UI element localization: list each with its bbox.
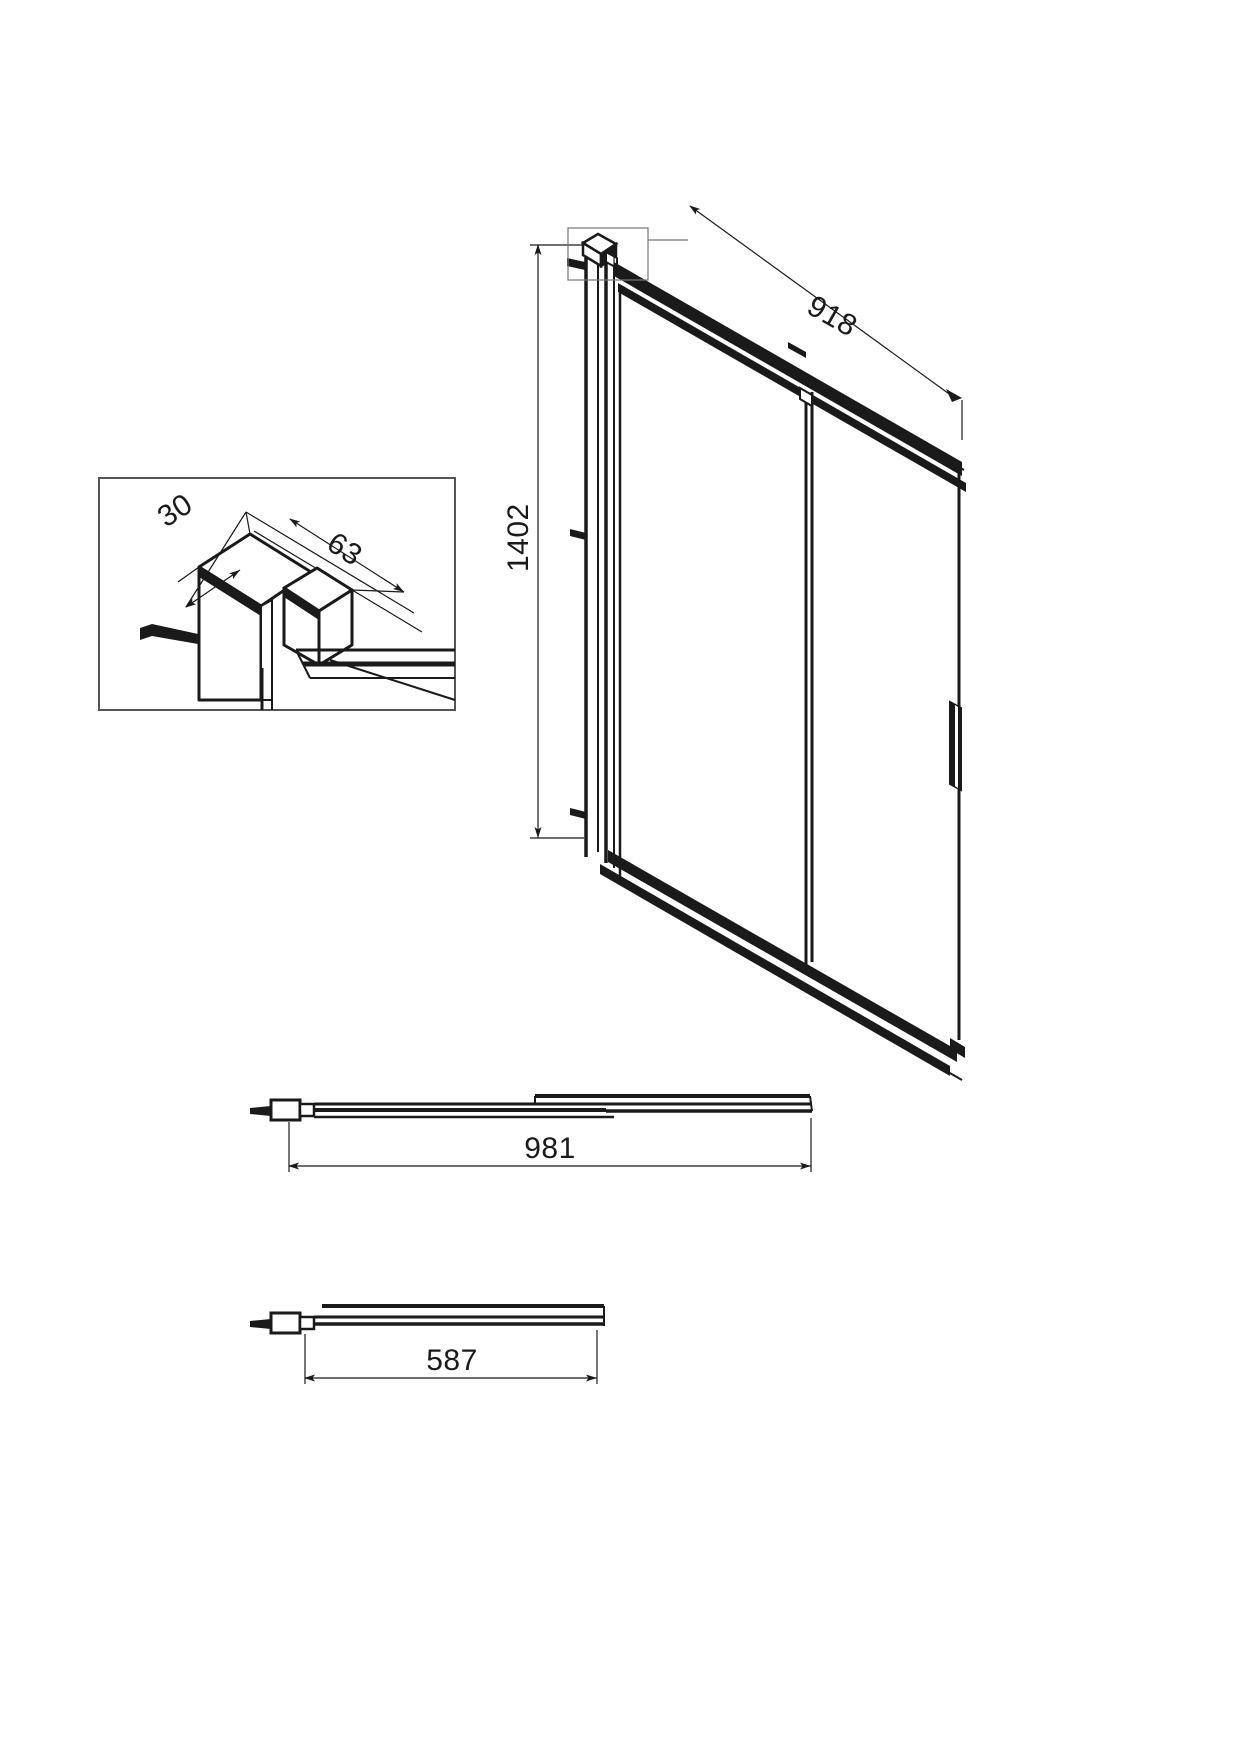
wall-profile-post: [567, 232, 619, 868]
rail-stopper: [788, 342, 806, 358]
dim-30-frame-a: [185, 511, 247, 608]
plan981-right-cap: [809, 1095, 813, 1112]
sliding-glass-door: [799, 386, 962, 1040]
fixed-glass-panel: [618, 292, 808, 968]
dim-1402-group: [530, 244, 584, 839]
bottom-rail-line: [615, 880, 963, 1081]
dim-30-group: [177, 511, 251, 608]
dim-63-group: [245, 511, 423, 633]
top-rail: [614, 262, 966, 492]
plan587-wall-bracket: [269, 1311, 302, 1335]
dim-30-ext-right: [245, 511, 251, 535]
post-low-bracket: [570, 808, 586, 819]
connector-edge-shade: [284, 588, 319, 620]
dim-30-line: [185, 569, 241, 608]
bottom-right-block: [950, 1038, 965, 1058]
detail-locator-rect: [567, 227, 649, 281]
post-mid-bracket: [570, 529, 586, 540]
bottom-rail: [600, 850, 965, 1081]
top-rail-band-b: [618, 283, 966, 492]
plan981-wall-bracket: [269, 1098, 302, 1122]
dim-587-label: 587: [426, 1344, 478, 1377]
post-wall-tab: [567, 258, 585, 270]
bottom-split-block: [806, 965, 820, 983]
dim-981-group: [288, 1118, 812, 1172]
dim-1402-label: 1402: [502, 503, 535, 572]
dim-63-ext: [351, 589, 405, 593]
dim-918-arrowhead-right: [946, 389, 962, 402]
rail-end-cap: [295, 649, 311, 679]
wall-indicator-arrow: [152, 624, 198, 644]
plan981-bracket-nose: [298, 1102, 316, 1118]
bottom-rail-band-a: [608, 850, 957, 1062]
detail-callout-group: 30 63: [98, 477, 456, 711]
dim-587-group: [304, 1330, 598, 1384]
panel-split-bracket: [799, 386, 813, 408]
connector-side-face: [317, 588, 354, 667]
plan-view-981-group: 981: [250, 1094, 813, 1172]
plan-view-587-group: 587: [250, 1304, 605, 1384]
dim-918-group: [613, 205, 963, 440]
dim-918-line: [689, 205, 953, 397]
plan981-wall-arrow: [250, 1106, 271, 1116]
dim-981-label: 981: [524, 1132, 576, 1165]
top-rail-line-1: [615, 269, 965, 471]
plan587-wall-arrow: [250, 1319, 271, 1329]
dim-63-line: [289, 518, 405, 593]
plan587-bracket-nose: [298, 1315, 316, 1331]
rail-diagonal: [329, 659, 456, 701]
wall-indicator-tail: [140, 624, 152, 640]
main-view-group: 918 1402: [502, 205, 966, 1081]
door-handle-highlight: [955, 705, 958, 788]
